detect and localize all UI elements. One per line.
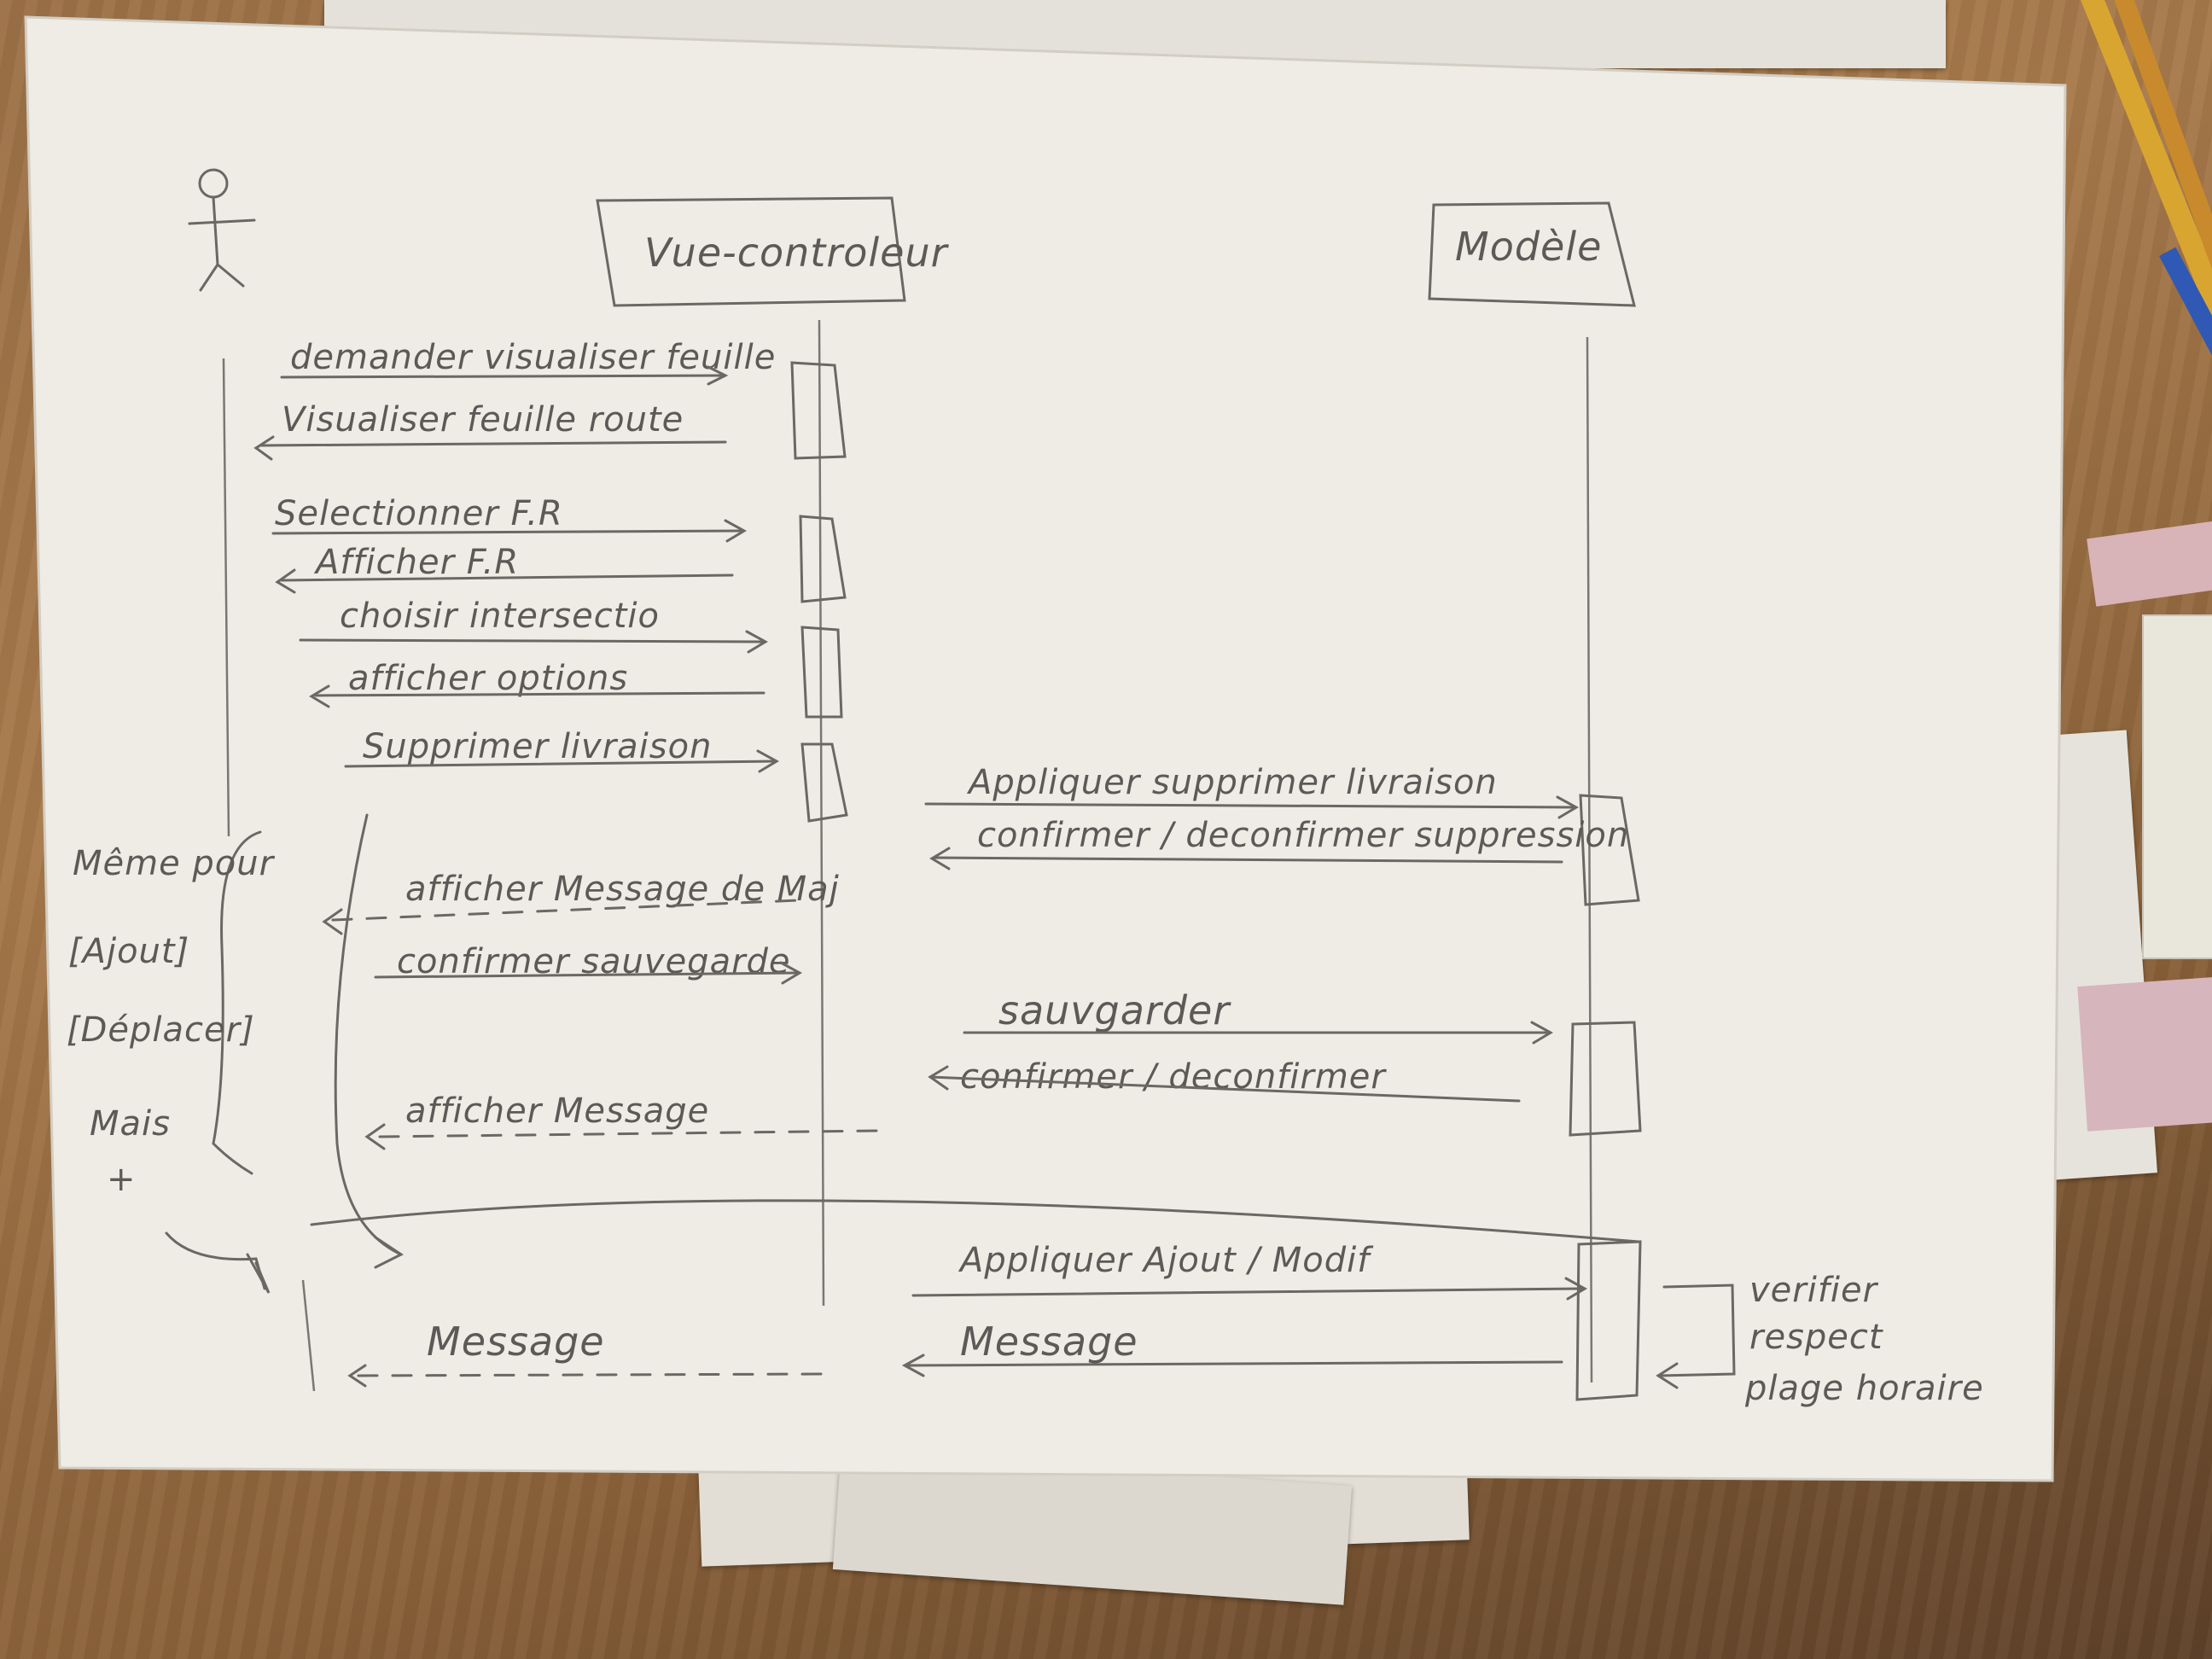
message-6: afficher options [309, 659, 765, 708]
note-verifier-3: plage horaire [1744, 1369, 1984, 1408]
model-label: Modèle [1455, 224, 1602, 270]
message-16: Message [901, 1318, 1563, 1377]
message-10-label: afficher Message de Maj [405, 870, 840, 909]
note-deplacer: [Déplacer] [67, 1010, 255, 1050]
note-ajout: [Ajout] [68, 932, 189, 971]
message-13: confirmer / deconfirmer [928, 1057, 1521, 1103]
message-1: demander visualiser feuille [280, 338, 776, 386]
message-11: confirmer sauvegarde [374, 942, 803, 985]
message-7-label: Supprimer livraison [363, 727, 712, 766]
message-2-label: Visualiser feuille route [282, 400, 684, 439]
message-15-label: Appliquer Ajout / Modif [958, 1241, 1374, 1280]
note-verifier-1: verifier [1749, 1271, 1879, 1310]
model-lifeline [1586, 336, 1593, 1383]
message-15: Appliquer Ajout / Modif [911, 1241, 1588, 1301]
message-3: Selectionner F.R [271, 494, 748, 543]
message-17: Message [347, 1318, 830, 1388]
model-box: Modèle [1428, 201, 1636, 307]
message-14-label: afficher Message [405, 1091, 709, 1131]
message-1-label: demander visualiser feuille [290, 338, 776, 377]
lower-actor-lifeline [301, 1279, 316, 1392]
note-brace [212, 830, 262, 1175]
note-verifier-2: respect [1749, 1318, 1883, 1357]
message-4: Afficher F.R [275, 543, 734, 594]
message-9: confirmer / deconfirmer suppression [929, 816, 1629, 870]
message-6-label: afficher options [348, 659, 628, 698]
message-14: afficher Message [364, 1091, 881, 1150]
note-plus: + [107, 1160, 137, 1199]
activation-boxes-view [790, 361, 848, 823]
message-8: Appliquer supprimer livraison [924, 763, 1580, 819]
message-13-label: confirmer / deconfirmer [960, 1057, 1387, 1097]
self-message-verify [1658, 1284, 1736, 1377]
message-7: Supprimer livraison [344, 727, 780, 773]
activation-boxes-model [1569, 794, 1642, 1401]
fragment-left-curve [334, 813, 403, 1256]
item-box-right [2142, 614, 2212, 959]
message-12: sauvgarder [963, 987, 1554, 1045]
message-10: afficher Message de Maj [322, 870, 840, 935]
main-paper [26, 17, 2065, 1481]
right-note: verifier respect plage horaire [1744, 1271, 1984, 1408]
message-17-label: Message [427, 1318, 605, 1365]
message-5: choisir intersectio [299, 597, 769, 654]
view-controller-box: Vue-controleur [596, 196, 950, 307]
view-controller-lifeline [818, 319, 825, 1307]
message-3-label: Selectionner F.R [275, 494, 563, 533]
left-note: Même pour [Ajout] [Déplacer] Mais + [67, 844, 276, 1294]
view-controller-label: Vue-controleur [644, 230, 950, 276]
message-5-label: choisir intersectio [340, 597, 660, 636]
message-16-label: Message [960, 1318, 1138, 1365]
message-9-label: confirmer / deconfirmer suppression [977, 816, 1629, 855]
message-4-label: Afficher F.R [313, 543, 519, 582]
note-arrow [165, 1231, 266, 1290]
actor-lifeline [222, 358, 230, 837]
message-2: Visualiser feuille route [253, 400, 727, 461]
message-8-label: Appliquer supprimer livraison [966, 763, 1498, 802]
message-12-label: sauvgarder [998, 987, 1231, 1033]
fragment-separator [310, 1199, 1640, 1243]
note-same-for: Même pour [73, 844, 276, 883]
actor-icon [188, 168, 256, 292]
note-mais: Mais [90, 1104, 171, 1144]
fragment-arrow [374, 1236, 404, 1269]
